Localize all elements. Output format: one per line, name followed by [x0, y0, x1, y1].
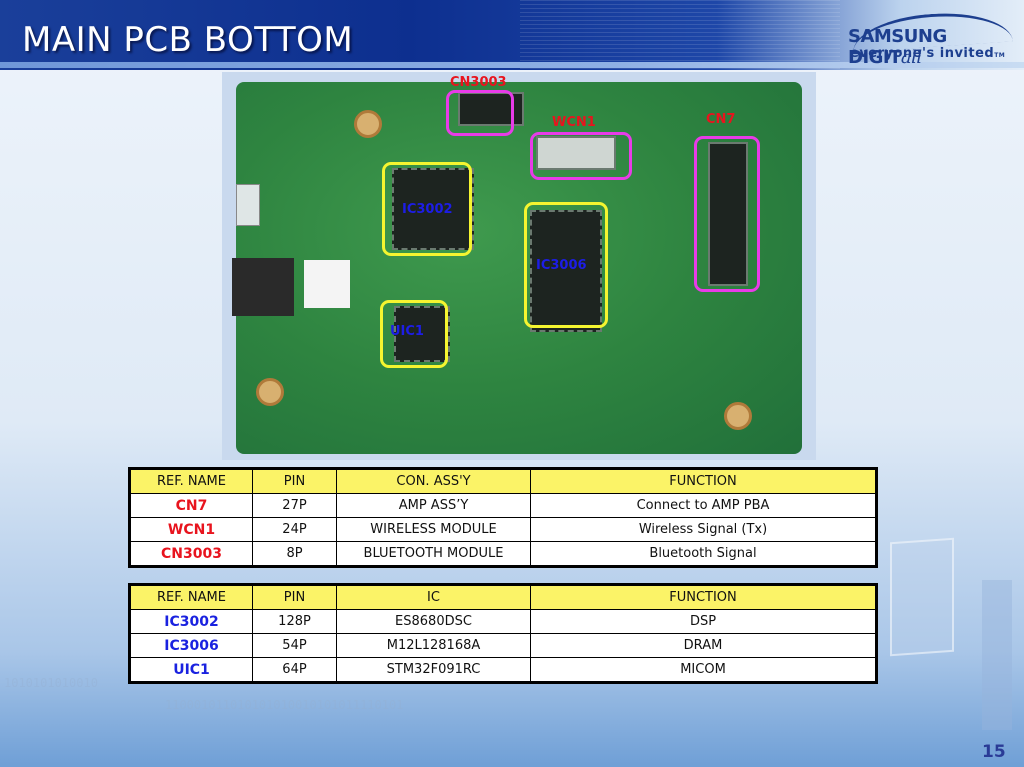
mount-hole	[354, 110, 382, 138]
highlight-cn3003	[446, 90, 514, 136]
function-cell: Wireless Signal (Tx)	[530, 517, 877, 542]
function-cell: Connect to AMP PBA	[530, 493, 877, 518]
label-ic3006: IC3006	[536, 258, 587, 273]
header-cell: FUNCTION	[530, 584, 877, 610]
header-cell: REF. NAME	[129, 584, 253, 610]
function-cell: DRAM	[530, 633, 877, 658]
pin-cell: 54P	[252, 633, 337, 658]
header-cell: REF. NAME	[129, 468, 253, 494]
label-cn7: CN7	[706, 112, 736, 127]
header-cell: FUNCTION	[530, 468, 877, 494]
highlight-ic3006	[524, 202, 608, 328]
label-wcn1: WCN1	[552, 115, 596, 130]
logo-brand-suffix: all	[900, 47, 922, 68]
chip-uic1	[394, 306, 450, 362]
label-uic1: UIC1	[390, 324, 424, 339]
header-stripes	[520, 0, 840, 70]
pcb-photo: CN3003 WCN1 CN7 IC3002 IC3006 UIC1	[222, 72, 816, 460]
ref-name-cell: CN3003	[129, 541, 253, 567]
pin-cell: 64P	[252, 657, 337, 683]
function-cell: MICOM	[530, 657, 877, 683]
header-cell: PIN	[252, 468, 337, 494]
highlight-cn7	[694, 136, 760, 292]
header-cell: CON. ASS'Y	[336, 468, 531, 494]
table-row: WCN1 24P WIRELESS MODULE Wireless Signal…	[129, 517, 877, 542]
slide-header: MAIN PCB BOTTOM SAMSUNG DIGITall everyon…	[0, 0, 1024, 70]
ref-name-cell: CN7	[129, 493, 253, 518]
table-row: CN7 27P AMP ASS’Y Connect to AMP PBA	[129, 493, 877, 518]
pin-cell: 24P	[252, 517, 337, 542]
logo-brand: SAMSUNG DIGIT	[848, 26, 947, 68]
connector-table: REF. NAME PIN CON. ASS'Y FUNCTION CN7 27…	[128, 467, 878, 568]
page-number: 15	[982, 742, 1006, 762]
table-header-row: REF. NAME PIN CON. ASS'Y FUNCTION	[129, 468, 877, 494]
header-cell: PIN	[252, 584, 337, 610]
assy-cell: BLUETOOTH MODULE	[336, 541, 531, 567]
background-speaker-graphic	[982, 580, 1012, 730]
highlight-ic3002	[382, 162, 472, 256]
label-sticker	[304, 260, 350, 308]
ic-cell: STM32F091RC	[336, 657, 531, 683]
background-binary-text: 1010101010010	[4, 676, 98, 690]
logo-tagline: everyone's invited	[850, 46, 995, 61]
ic-cell: ES8680DSC	[336, 609, 531, 634]
assy-cell: AMP ASS’Y	[336, 493, 531, 518]
chip-ic3006	[530, 210, 602, 332]
mount-hole	[724, 402, 752, 430]
pin-cell: 128P	[252, 609, 337, 634]
header-cell: IC	[336, 584, 531, 610]
logo-trademark: TM	[994, 52, 1006, 59]
connector-cn7	[708, 142, 748, 286]
assy-cell: WIRELESS MODULE	[336, 517, 531, 542]
table-row: CN3003 8P BLUETOOTH MODULE Bluetooth Sig…	[129, 541, 877, 567]
page-title: MAIN PCB BOTTOM	[22, 20, 354, 60]
chip-ic3002	[392, 168, 474, 250]
ref-name-cell: IC3006	[129, 633, 253, 658]
pin-cell: 27P	[252, 493, 337, 518]
highlight-wcn1	[530, 132, 632, 180]
table-row: UIC1 64P STM32F091RC MICOM	[129, 657, 877, 683]
usb-port	[236, 184, 260, 226]
table-header-row: REF. NAME PIN IC FUNCTION	[129, 584, 877, 610]
label-cn3003: CN3003	[450, 75, 507, 90]
pin-cell: 8P	[252, 541, 337, 567]
ic-cell: M12L128168A	[336, 633, 531, 658]
mount-hole	[256, 378, 284, 406]
ic-table: REF. NAME PIN IC FUNCTION IC3002 128P ES…	[128, 583, 878, 684]
connector-wcn1	[536, 136, 616, 170]
table-row: IC3002 128P ES8680DSC DSP	[129, 609, 877, 634]
pcb-board	[232, 82, 802, 454]
function-cell: DSP	[530, 609, 877, 634]
optical-port	[232, 258, 294, 316]
ref-name-cell: WCN1	[129, 517, 253, 542]
background-tv-graphic	[890, 537, 954, 657]
highlight-uic1	[380, 300, 448, 368]
table-row: IC3006 54P M12L128168A DRAM	[129, 633, 877, 658]
header-underline	[0, 62, 1024, 68]
ref-name-cell: UIC1	[129, 657, 253, 683]
label-ic3002: IC3002	[402, 202, 453, 217]
background-binary-text: 110001011010101010010101011110101	[165, 698, 404, 712]
function-cell: Bluetooth Signal	[530, 541, 877, 567]
ref-name-cell: IC3002	[129, 609, 253, 634]
samsung-logo: SAMSUNG DIGITall everyone's invitedTM	[842, 8, 1013, 68]
